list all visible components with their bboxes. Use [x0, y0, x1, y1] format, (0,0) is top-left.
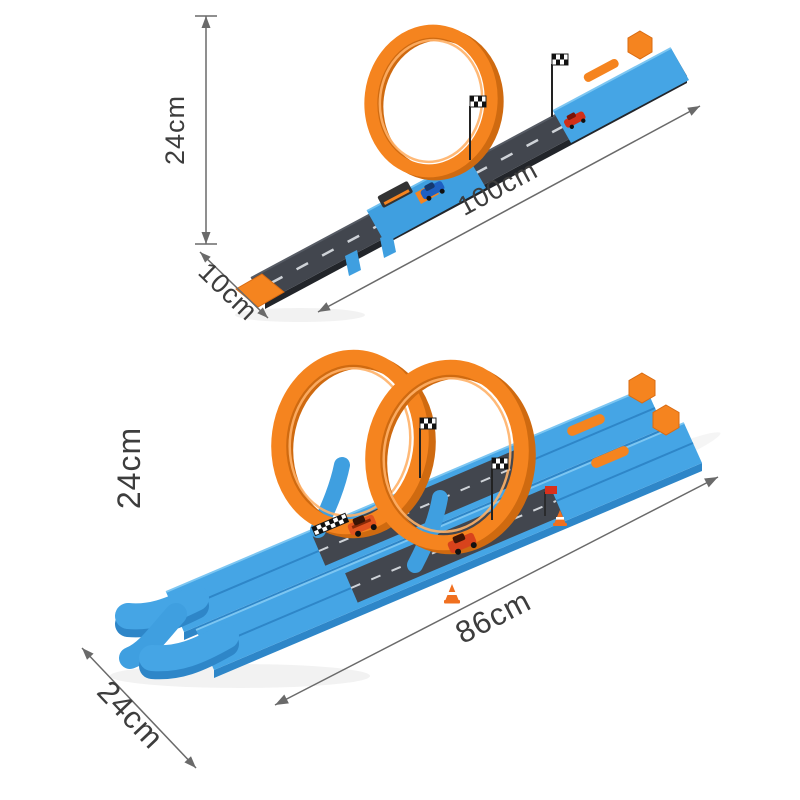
top-height-label: 24cm: [160, 95, 190, 165]
track-support: [380, 232, 396, 258]
top-dimension-height: 24cm: [160, 15, 217, 245]
bottom-view: 24cm: [81, 349, 721, 769]
bottom-width-label: 24cm: [90, 674, 170, 756]
bottom-height-label: 24cm: [111, 427, 147, 509]
loop2-ring-highlight: [382, 376, 512, 534]
right-end-pieces: [567, 372, 680, 468]
end-edge: [552, 47, 672, 112]
dimension-line: [317, 105, 701, 313]
orange-booster: [567, 414, 605, 436]
arrow-down-right-icon: [184, 756, 196, 768]
arrow-right-icon: [704, 477, 718, 488]
bottom-cars: [347, 514, 477, 555]
top-flags: [469, 53, 569, 160]
crash-hexagon: [627, 30, 653, 60]
traffic-cone: [553, 510, 567, 526]
loop-ring-front: [364, 24, 498, 178]
loop2-ring-front: [365, 359, 529, 551]
track-support: [345, 250, 361, 276]
checkered-flag: [551, 53, 569, 117]
traffic-cone: [444, 584, 460, 604]
dimension-line: [274, 476, 719, 706]
checkered-flag: [469, 95, 487, 160]
red-flag: [544, 486, 557, 516]
end-blue-section: [553, 48, 689, 143]
launcher-gate: [377, 181, 413, 208]
orange-booster: [583, 58, 619, 82]
dimension-line: [81, 647, 197, 769]
toy-car-red: [563, 111, 586, 129]
checkered-flag: [491, 457, 509, 520]
arrow-left-icon: [318, 302, 331, 312]
lane1-dashes: [318, 464, 521, 552]
ramp-tongue: [139, 623, 239, 672]
toy-car-orange: [347, 514, 377, 537]
arrow-up-left-icon: [200, 252, 211, 263]
arrow-right-icon: [687, 106, 700, 116]
checkered-flag: [419, 417, 437, 478]
left-drop-ramps: [115, 585, 239, 680]
bottom-flags: [419, 417, 557, 520]
top-loop: [364, 24, 504, 181]
lane2-side: [214, 463, 702, 678]
arrow-up-icon: [201, 16, 211, 28]
dimension-line: [199, 251, 269, 319]
arrow-up-left-icon: [82, 648, 94, 660]
arrow-left-icon: [275, 694, 289, 705]
ramp-tongue: [115, 585, 209, 630]
arrow-down-icon: [201, 232, 211, 244]
ramp-tongue: [119, 603, 187, 669]
toy-car-red: [447, 532, 477, 555]
top-cars: [420, 111, 586, 201]
crash-hexagon: [628, 372, 656, 404]
arrow-down-right-icon: [257, 307, 268, 318]
crash-hexagon: [652, 404, 680, 436]
traffic-cones: [444, 510, 567, 604]
top-view: 24cm: [160, 15, 701, 327]
checkered-gate: [311, 512, 350, 537]
toy-car-blue: [420, 181, 445, 201]
orange-booster: [591, 446, 629, 468]
